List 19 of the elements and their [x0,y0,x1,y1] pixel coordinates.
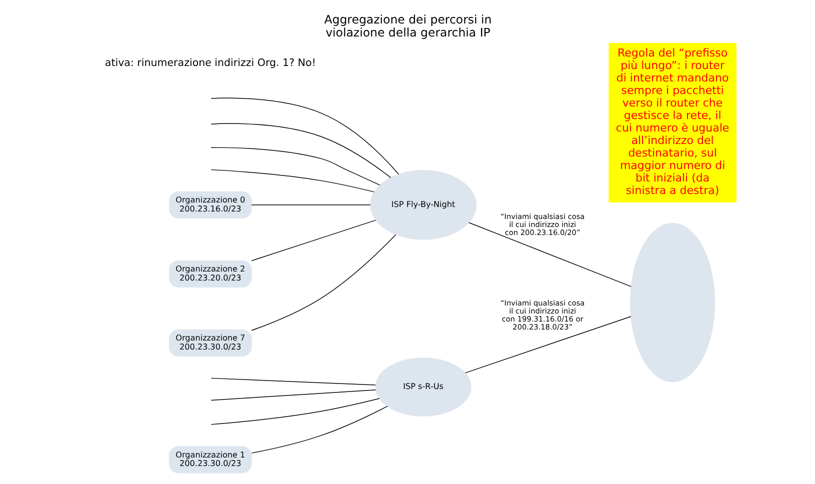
edge-label: “Inviami qualsiasi cosa il cui indirizzo inizi con 199.31.16.0/16 or 200.23.18.0/23” [500,298,584,332]
connector [250,220,376,262]
node-cloud [629,222,715,382]
connector [210,147,380,186]
connector [210,398,380,425]
connector [210,378,376,386]
connector [468,222,632,287]
diagram-title: Aggregazione dei percorsi in violazione della gerarchia IP [324,12,492,40]
label: ativa: rinumerazione indirizzi Org. 1? No! [104,56,316,69]
connector [210,98,399,175]
connector [250,234,396,331]
connector [210,123,391,178]
edge-label: “Inviami qualsiasi cosa il cui indirizzo inizi con 200.23.16.0/20” [500,212,584,238]
connector [250,406,388,454]
node-box: Regola del “prefisso più lungo”: i router di internet mandano sempre i pacchetti verso il router che gestisce la rete, il cui numero è uguale all’indirizzo del destinatario, sul maggior numero di bit iniziali (da sinistra a destra) [608,43,736,202]
connector [210,169,374,192]
connector [464,316,631,374]
connector [210,390,376,401]
connector [250,204,370,206]
